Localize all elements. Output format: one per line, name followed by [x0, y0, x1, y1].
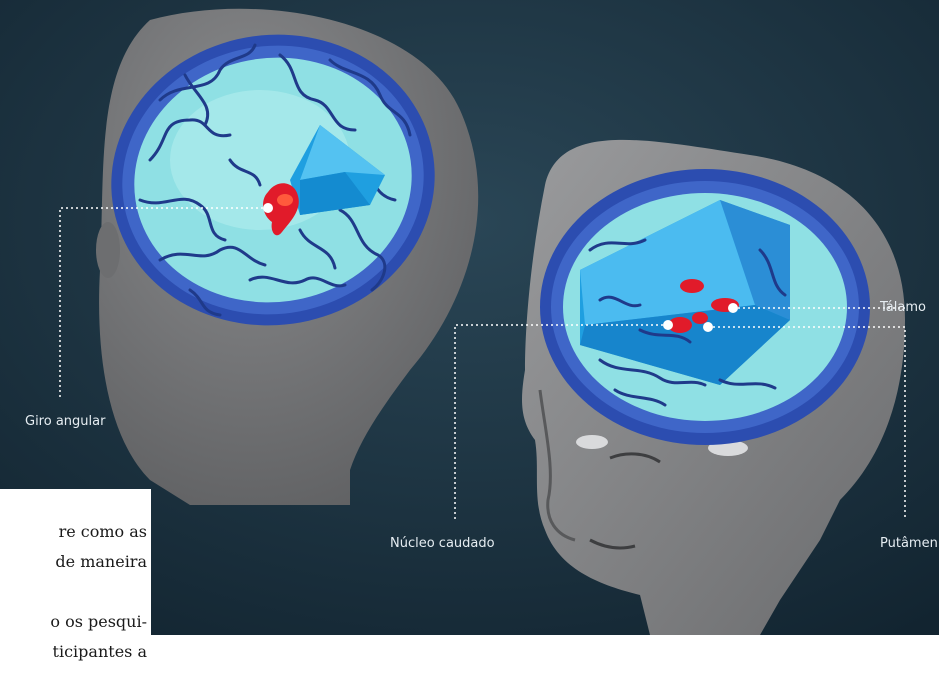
- article-line-1: re como as: [59, 522, 147, 541]
- left-ear: [96, 222, 120, 278]
- marker-caudate-nucleus: [663, 320, 673, 330]
- article-text-fragment: re como as de maneira o os pesqui- ticip…: [0, 489, 151, 677]
- label-caudate-nucleus: Núcleo caudado: [390, 536, 495, 551]
- marker-thalamus: [728, 303, 738, 313]
- label-putamen: Putâmen: [880, 536, 938, 551]
- label-angular-gyrus: Giro angular: [25, 414, 105, 429]
- article-line-2: de maneira: [55, 552, 147, 571]
- label-thalamus: Tálamo: [880, 300, 926, 315]
- article-line-4: ticipantes a: [53, 642, 147, 661]
- right-brain: [540, 169, 870, 445]
- article-line-3: o os pesqui-: [50, 612, 147, 631]
- marker-putamen: [703, 322, 713, 332]
- marker-angular-gyrus: [263, 203, 273, 213]
